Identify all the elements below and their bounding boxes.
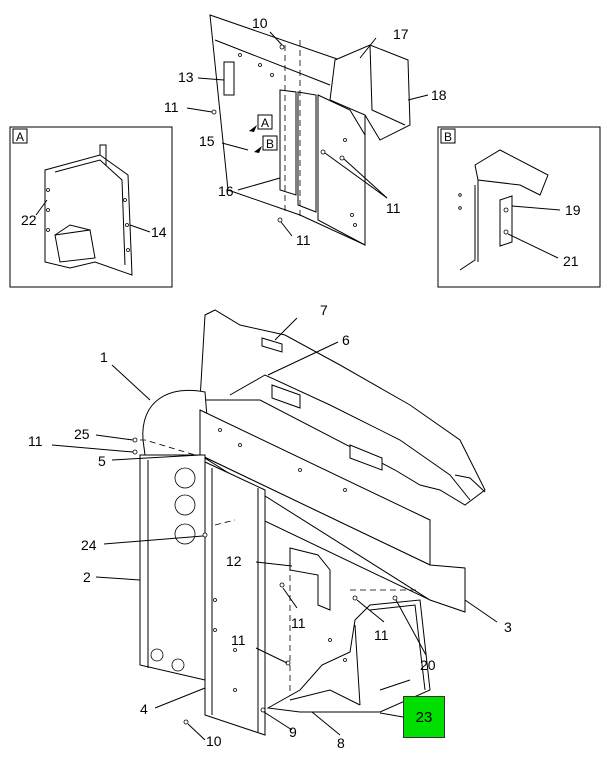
top-assembly-view: A B 10 17 13 18 11 15 16 11 11 [164,14,447,248]
view-ref-a: A [261,116,269,130]
callout-7: 7 [320,302,328,318]
callout-4: 4 [140,701,148,717]
callout-10-top: 10 [252,15,268,31]
highlighted-callout-label: 23 [415,708,433,726]
callout-9: 9 [289,724,297,740]
callout-11-main-right: 11 [374,627,389,643]
detail-b-panel: B 19 21 [437,126,601,288]
main-assembly-view: 7 6 1 25 11 5 24 12 2 11 11 3 11 20 4 9 … [28,302,512,751]
callout-8: 8 [337,735,345,751]
callout-12: 12 [226,553,242,569]
callout-3: 3 [504,619,512,635]
callout-6: 6 [342,332,350,348]
detail-a-panel: A 22 14 [9,126,173,288]
callout-24: 24 [81,537,97,553]
callout-5: 5 [98,453,106,469]
callout-21: 21 [563,253,579,269]
callout-17: 17 [393,26,409,42]
callout-18: 18 [431,87,447,103]
callout-25: 25 [74,426,90,442]
callout-14: 14 [151,224,167,240]
callout-16: 16 [218,183,234,199]
callout-20: 20 [420,657,436,673]
callout-15: 15 [199,133,215,149]
callout-19: 19 [565,202,581,218]
callout-22: 22 [21,212,37,228]
detail-b-tag: B [444,130,452,144]
callout-11-main-lower: 11 [231,632,246,648]
callout-10-main: 10 [206,733,222,749]
callout-11-top-right: 11 [386,200,401,216]
callout-11-main-left: 11 [28,433,43,449]
detail-a-tag: A [16,130,24,144]
callout-13: 13 [178,69,194,85]
callout-1: 1 [100,349,108,365]
callout-11-top-bottom: 11 [296,232,311,248]
view-ref-b: B [266,137,274,151]
callout-11-top-left: 11 [164,99,179,115]
callout-11-main-center: 11 [291,615,306,631]
highlighted-callout-23[interactable]: 23 [403,696,445,738]
callout-2: 2 [83,569,91,585]
